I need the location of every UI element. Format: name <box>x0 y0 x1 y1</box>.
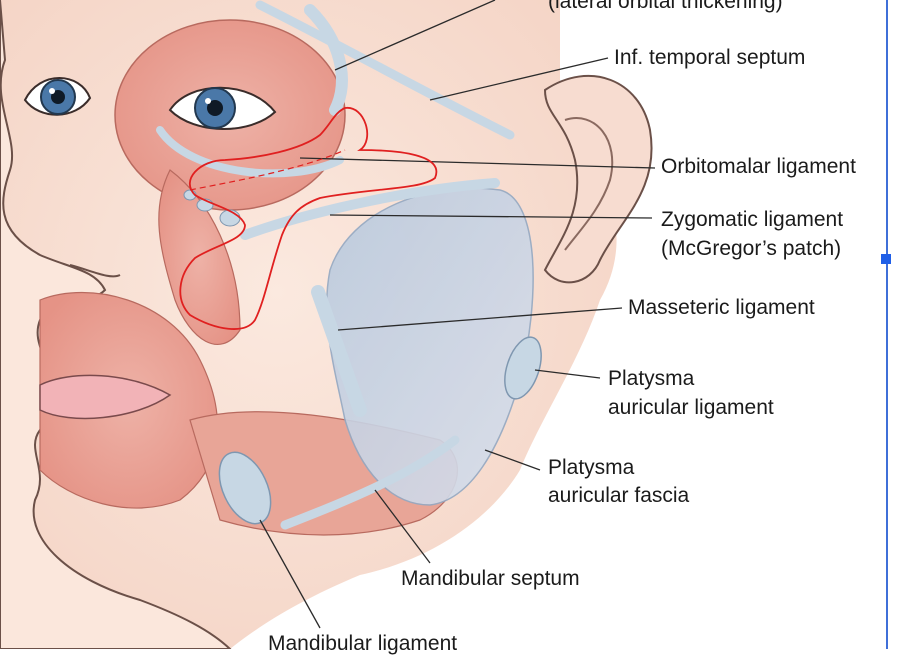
label-zygomatic-ligament: Zygomatic ligament <box>661 208 844 231</box>
lateral-orbital-thickening <box>304 4 348 116</box>
label-platysma-fascia-line2: auricular fascia <box>548 484 690 507</box>
zygomatic-ligament <box>240 178 500 240</box>
nostril <box>69 264 121 278</box>
ear <box>543 74 653 284</box>
zygomatic-nodule-3 <box>219 209 241 227</box>
label-mandibular-ligament: Mandibular ligament <box>268 632 458 655</box>
resize-handle[interactable] <box>881 254 891 264</box>
left-eye <box>23 77 92 116</box>
label-platysma-ligament-line1: Platysma <box>608 367 695 390</box>
inf-temporal-septum-ligament <box>255 0 515 140</box>
label-orbitomalar-ligament: Orbitomalar ligament <box>661 155 856 178</box>
red-annotation-outline <box>179 107 438 330</box>
right-eye <box>168 86 277 130</box>
label-mcgregors-patch: (McGregor’s patch) <box>661 237 842 260</box>
label-mandibular-septum: Mandibular septum <box>401 567 580 590</box>
label-inf-temporal-septum: Inf. temporal septum <box>614 46 806 69</box>
platysma-auricular-ligament <box>504 336 542 400</box>
masseteric-ligament <box>311 285 367 417</box>
lips <box>39 374 172 420</box>
zygomaticus-muscles <box>158 169 241 345</box>
orbitomalar-ligament <box>156 126 344 178</box>
label-masseteric-ligament: Masseteric ligament <box>628 296 815 319</box>
red-annotation-inner <box>189 149 346 191</box>
label-platysma-fascia-line1: Platysma <box>548 456 635 479</box>
label-platysma-ligament-line2: auricular ligament <box>608 396 774 419</box>
leader-lines <box>259 0 656 629</box>
mandibular-septum <box>280 435 460 530</box>
label-lateral-orbital-thickening: (lateral orbital thickening) <box>548 0 783 13</box>
selection-border <box>886 0 888 649</box>
ear-inner <box>564 117 614 251</box>
